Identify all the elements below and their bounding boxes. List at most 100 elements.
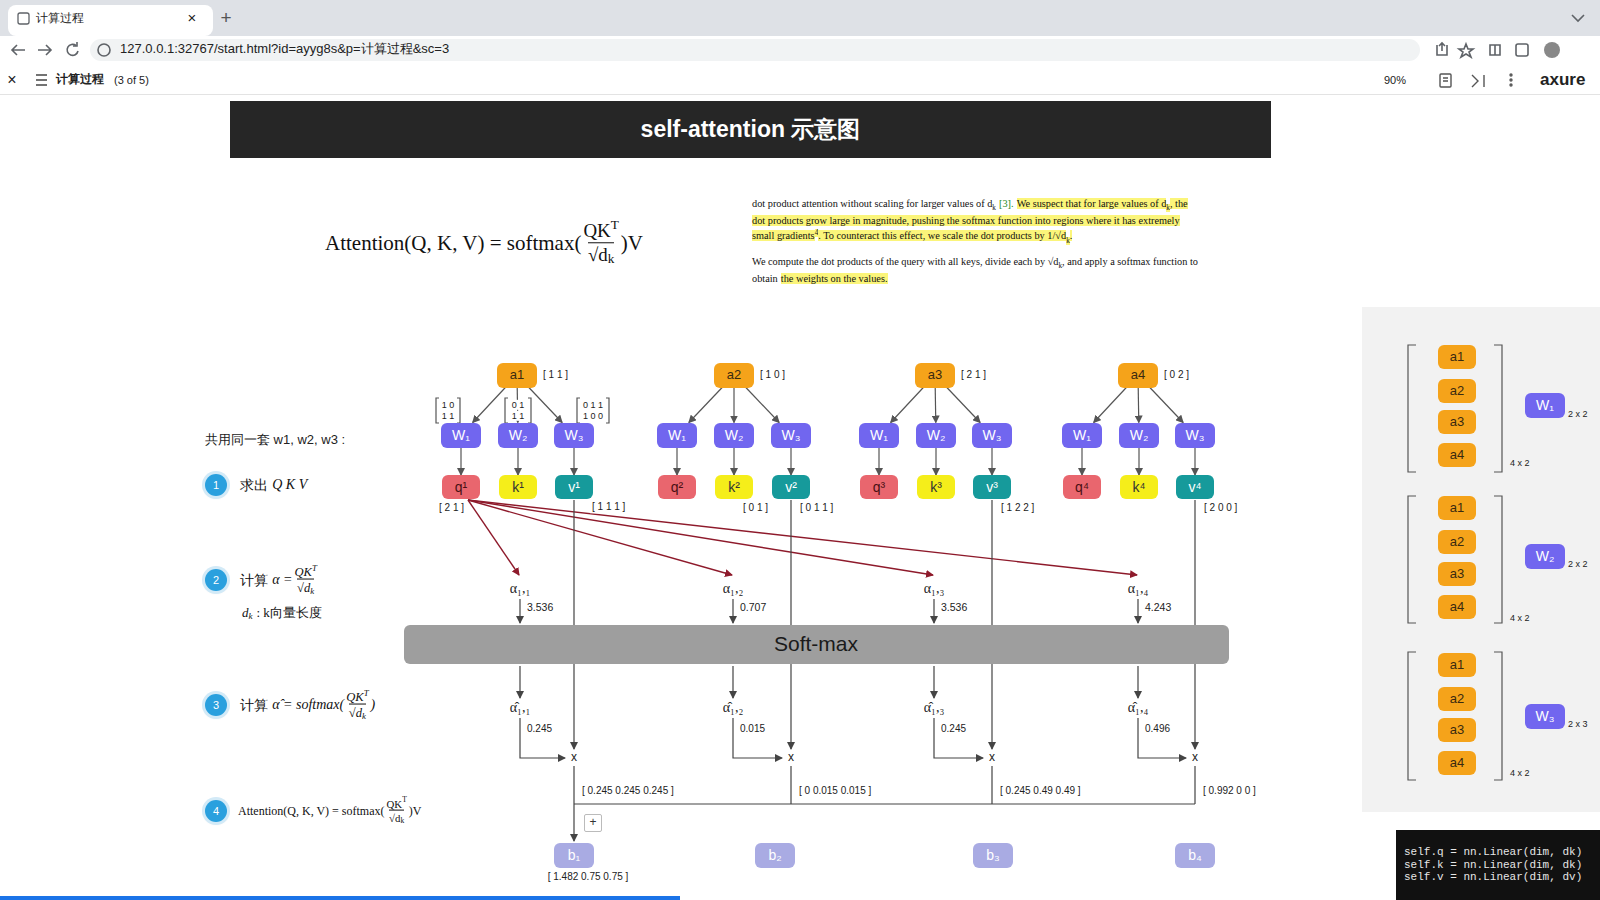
node-text: a2 (1450, 384, 1464, 399)
fraction-denominator: √dk (588, 242, 614, 266)
query-vector: q³ (860, 475, 898, 499)
node-text: W₁ (1073, 427, 1091, 443)
connector (689, 388, 722, 423)
label-text: 0.496 (1143, 723, 1172, 735)
label-text: [ 0 0.015 0.015 ] (797, 785, 873, 797)
layout-part (1516, 44, 1528, 56)
layout-part (933, 599, 934, 623)
node-text: a1 (1450, 350, 1464, 365)
layout-part (732, 599, 733, 623)
connector (790, 448, 791, 476)
label-text: 计算过程 (36, 12, 84, 26)
label-text: k (310, 586, 314, 596)
label-text: 127.0.0.1:32767/start.html?id=ayyg8s&p=计… (120, 42, 449, 57)
input-token: a3 (915, 363, 955, 388)
connector (473, 388, 506, 423)
label-text: × (7, 71, 16, 89)
label-text: We compute the dot products of the query… (752, 256, 1059, 267)
label-text: α̂₁,₂ (721, 700, 746, 716)
title: self-attention 示意图 (641, 114, 861, 145)
weight-matrix: W₃ (771, 423, 811, 448)
value-vector: v² (772, 475, 810, 499)
node-text: W₂ (509, 427, 528, 443)
node-text: k³ (930, 479, 942, 495)
label-text: 1 1 (510, 411, 527, 421)
weight-matrix: W₁ (1062, 423, 1102, 448)
input-token: a2 (1438, 379, 1476, 403)
layout-part (1408, 496, 1502, 623)
menu-icon (36, 75, 47, 85)
value-vector: v¹ (555, 475, 593, 499)
fraction-denominator: √dk (349, 704, 366, 720)
axure-bar (0, 66, 1600, 94)
node-text: b₁ (568, 847, 581, 863)
node-text: + (589, 816, 596, 830)
label-text: 4 x 2 (1510, 613, 1530, 623)
connector (935, 448, 936, 476)
label-text: 1 1 (440, 411, 457, 421)
input-token: a1 (1438, 496, 1476, 520)
formula: dk: k向量长度 (242, 606, 322, 621)
layout-part (1510, 84, 1512, 86)
label-text: × (188, 9, 197, 26)
input-token: a3 (1438, 562, 1476, 586)
layout-part (1408, 345, 1502, 472)
node-text: a1 (510, 368, 524, 383)
output-vector: b₂ (755, 843, 795, 868)
input-token: a2 (1438, 530, 1476, 554)
code-box: self.q = nn.Linear(dim, dk)self.k = nn.L… (1396, 830, 1600, 900)
layout-part (36, 79, 47, 81)
node-text: b₂ (768, 847, 781, 863)
node-text: a2 (1450, 692, 1464, 707)
label-text: k (992, 204, 996, 212)
fraction: QKT√dk (346, 690, 368, 721)
axure-bar-border (0, 94, 1600, 95)
input-token: a3 (1438, 410, 1476, 434)
label-text: k (608, 251, 615, 266)
connector (733, 448, 734, 476)
connector (947, 388, 980, 423)
node-text: b₃ (986, 847, 1000, 863)
label-text: QK (294, 565, 312, 579)
label-text: [ 0 2 ] (1162, 369, 1191, 381)
layout-part (1440, 74, 1451, 87)
layout-part (12, 45, 25, 55)
layout-part (1459, 44, 1473, 57)
connector (676, 448, 677, 476)
label-text: Q K V (272, 477, 307, 493)
layout-part (1437, 43, 1447, 55)
connector (1138, 388, 1140, 423)
input-token: a4 (1438, 443, 1476, 467)
label-text: [ 0 1 1 ] (798, 502, 835, 514)
node-text: W₂ (1130, 427, 1149, 443)
label-text: (3 of 5) (114, 74, 149, 87)
label-text: α̂₁,₁ (508, 700, 533, 716)
connector (1194, 448, 1195, 476)
label-text: x (569, 751, 579, 765)
label-text: 3.536 (939, 601, 969, 613)
paper-excerpt: We compute the dot products of the query… (752, 256, 1212, 285)
layout-part (1137, 666, 1138, 698)
fraction-numerator: QKT (346, 690, 368, 704)
progress-bar (0, 896, 680, 900)
connector (517, 448, 518, 476)
node-text: self.q = nn.Linear(dim, dk) (1404, 846, 1582, 859)
label-text: Attention(Q, K, V) = softmax( (325, 231, 581, 255)
step-number: 4 (205, 800, 227, 822)
label-text: 4 x 2 (1510, 768, 1530, 778)
node-text: self.v = nn.Linear(dim, dv) (1404, 871, 1582, 884)
input-token: a1 (1438, 345, 1476, 369)
tab-strip (0, 0, 1600, 36)
flow-lines (520, 500, 1195, 841)
label-text: ) (371, 697, 376, 713)
connector (733, 388, 734, 423)
layout-part (519, 666, 520, 698)
label-text: )V (409, 804, 422, 818)
connector (1138, 448, 1139, 476)
label-text: α̂₁,₃ (922, 700, 947, 716)
matrix-panel (1362, 307, 1600, 812)
layout-part (574, 766, 1195, 804)
fraction: QKT√dk (387, 798, 407, 825)
node-text: b₄ (1188, 847, 1202, 863)
